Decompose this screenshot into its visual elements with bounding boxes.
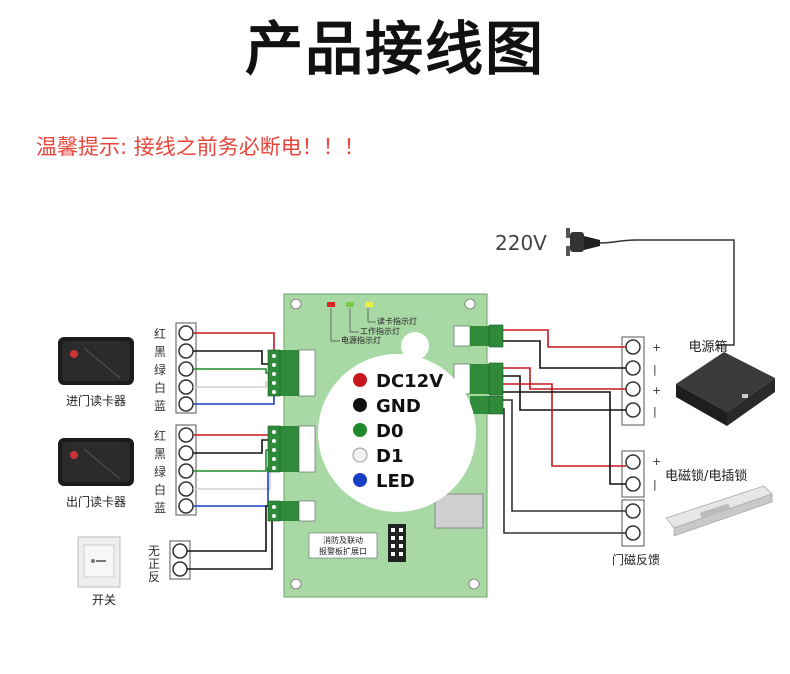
switch-terminal-pos: 正 [148,557,160,571]
legend-d0-label: D0 [376,421,403,442]
lock-minus: | [653,478,657,491]
header-switch [279,501,299,521]
legend-dc12v-dot [353,373,367,387]
header-lock [470,364,489,394]
switch-terminal-neg: 反 [148,570,160,584]
terminal-strip-reader-in [175,322,197,414]
power-indicator-label: 电源指示灯 [341,335,381,345]
wire-label-white: 白 [154,380,166,395]
power-box-device [676,352,775,426]
wire-label-white-2: 白 [154,482,166,497]
switch-terminal-none: 无 [148,544,160,558]
legend-led-label: LED [376,471,415,492]
plug-icon [566,228,600,256]
legend-led-dot [353,473,367,487]
reader-indicator-label: 读卡指示灯 [377,316,417,326]
page-title: 产品接线图 [244,15,545,83]
terminal-strip-power [621,336,645,426]
power-minus-1: | [653,363,657,376]
header-power [470,326,489,346]
wire-label-blue-2: 蓝 [154,501,166,515]
power-voltage-label: 220V [495,231,547,255]
header-door [470,396,489,414]
fire-port-label-box [308,532,378,559]
legend-d1-dot [352,447,368,463]
switch-device [77,536,121,588]
wires-reader-in [193,332,275,405]
work-led-icon [346,302,354,307]
legend-gnd-label: GND [376,396,421,417]
warning-text: 温馨提示: 接线之前务必断电！！！ [36,135,365,159]
wires-reader-out [193,430,275,507]
lock-plus: + [652,455,661,468]
fire-port-connector [388,524,406,562]
buzzer [401,332,429,360]
wire-label-black: 黑 [154,345,166,359]
wire-label-red: 红 [154,326,166,341]
fire-port-label-line1: 消防及联动 [323,535,363,545]
header-reader-out [279,426,299,472]
switch-label: 开关 [92,593,116,607]
magnetic-lock-device [665,485,773,537]
reader-led-icon [365,302,373,307]
wire-label-green-2: 绿 [154,464,166,479]
wires-switch [187,505,276,570]
reader-in-device [58,337,134,385]
reader-out-device [58,438,134,486]
terminal-strip-door [621,499,645,547]
wire-label-blue: 蓝 [154,399,166,413]
door-feedback-label: 门磁反馈 [612,552,660,567]
terminal-strip-lock [621,450,645,498]
power-cable [599,239,735,346]
power-plus-1: + [652,341,661,354]
legend-gnd-dot [353,398,367,412]
work-indicator-label: 工作指示灯 [360,326,400,336]
power-box-label: 电源箱 [688,339,727,355]
fire-port-label-line2: 报警板扩展口 [319,546,367,556]
wire-label-green: 绿 [154,362,166,377]
legend-circle [318,354,476,512]
power-led-icon [327,302,335,307]
wire-label-black-2: 黑 [154,447,166,461]
power-minus-2: | [653,405,657,418]
legend-d0-dot [353,423,367,437]
wire-label-red-2: 红 [154,428,166,443]
terminal-strip-switch [169,540,191,580]
chip [434,493,484,529]
reader-in-label: 进门读卡器 [66,393,126,408]
reader-out-label: 出门读卡器 [66,494,126,509]
wires-right [503,329,626,534]
lock-label: 电磁锁/电插锁 [665,468,747,484]
legend-d1-label: D1 [376,446,403,467]
header-reader-in [279,350,299,396]
power-plus-2: + [652,384,661,397]
legend-dc12v-label: DC12V [376,371,443,392]
terminal-strip-reader-out [175,424,197,516]
